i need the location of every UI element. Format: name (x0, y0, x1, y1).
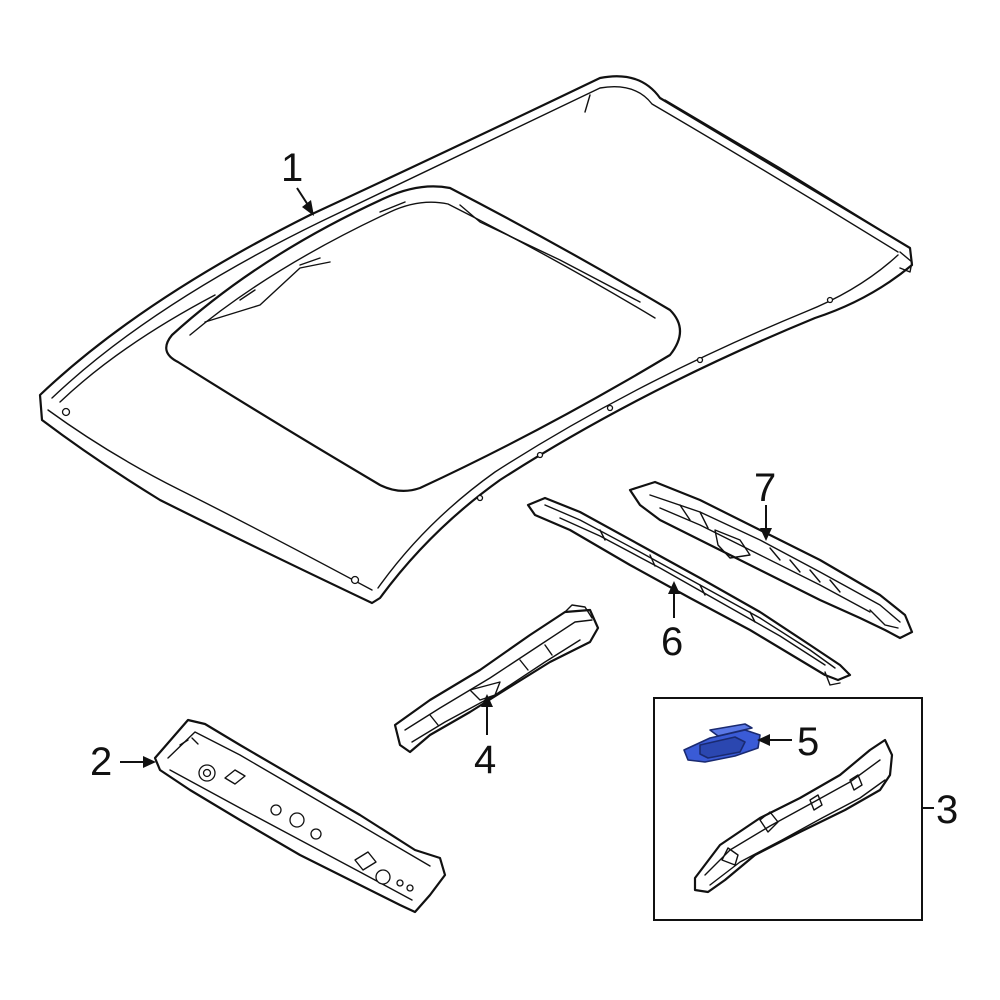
sunroof-opening (165, 185, 682, 492)
callout-leaders (120, 187, 934, 809)
reinforcement-bracket[interactable] (693, 738, 894, 894)
front-header[interactable] (153, 718, 447, 914)
side-bracket[interactable] (393, 604, 600, 754)
rear-roof-bow[interactable] (628, 480, 914, 640)
callout-3: 3 (936, 788, 958, 832)
highlighted-clip[interactable] (683, 723, 761, 763)
roof-rail[interactable] (526, 496, 852, 686)
callout-2: 2 (90, 740, 112, 784)
callout-7: 7 (754, 466, 776, 510)
inset-panel (653, 697, 923, 921)
callout-4: 4 (474, 738, 496, 782)
callout-6: 6 (661, 620, 683, 664)
callout-5: 5 (797, 720, 819, 764)
callout-1: 1 (281, 146, 303, 190)
